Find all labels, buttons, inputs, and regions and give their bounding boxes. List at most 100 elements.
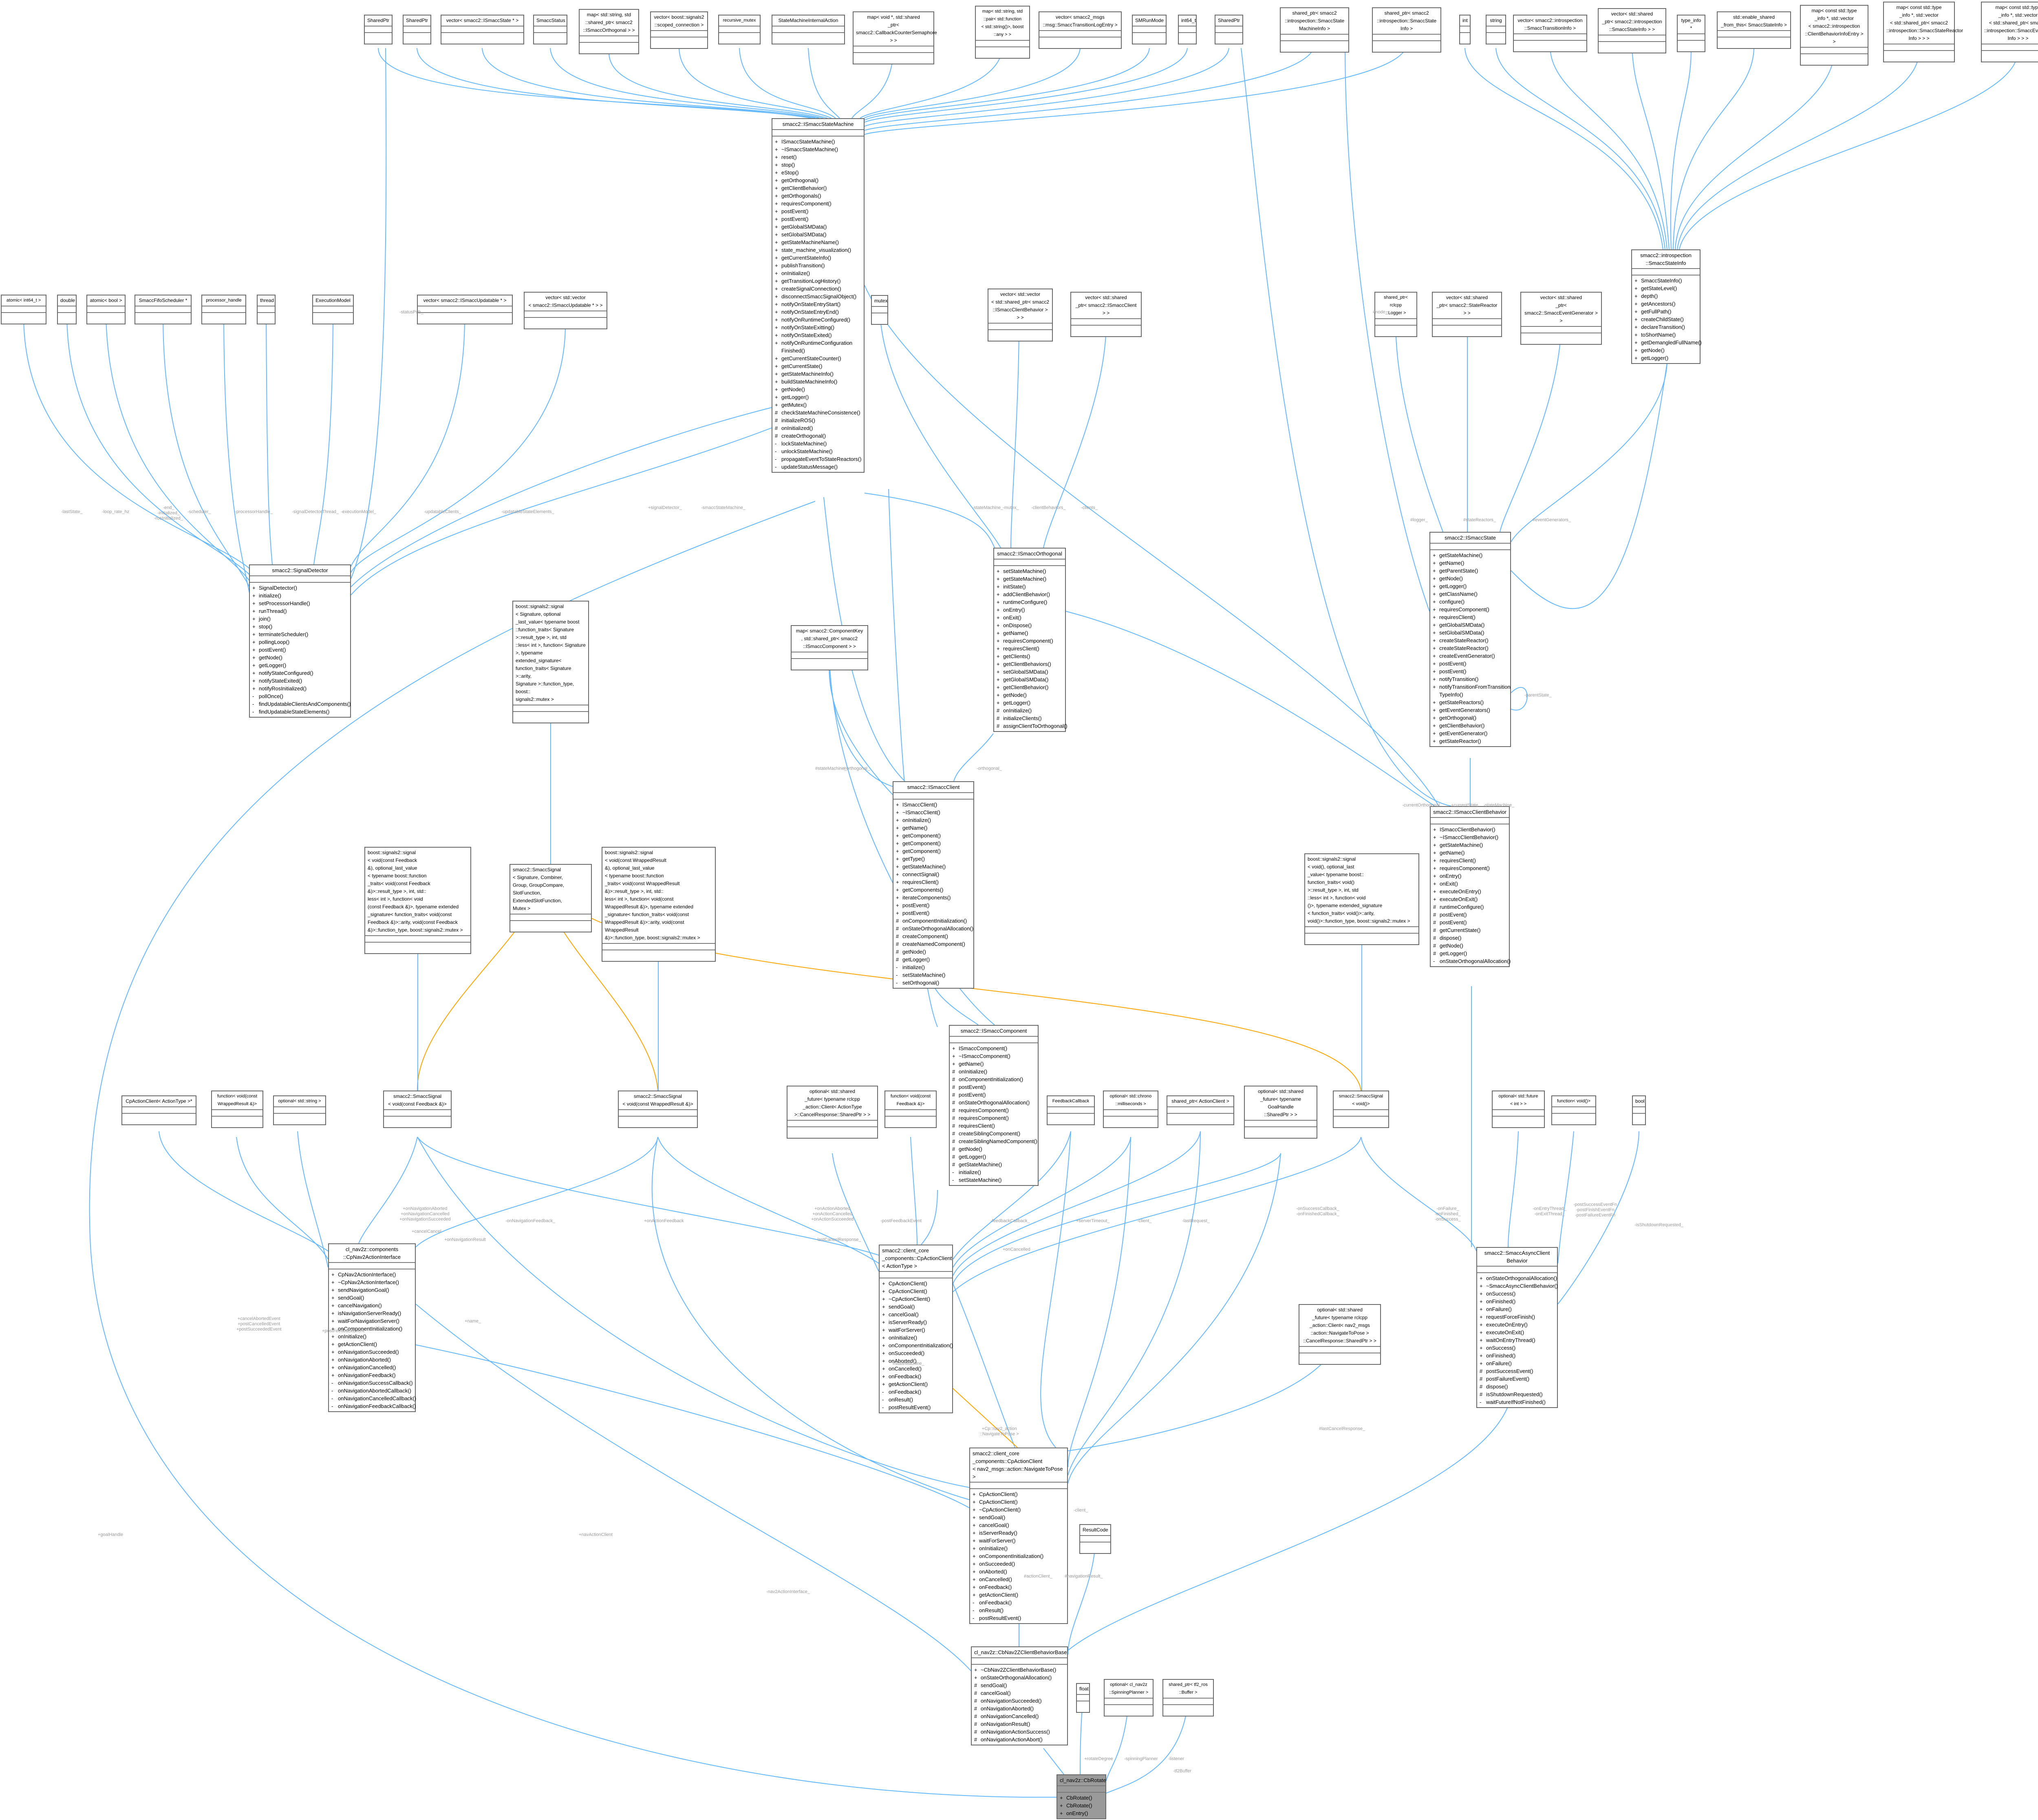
method-row[interactable]: +pollingLoop() xyxy=(252,638,348,646)
method-row[interactable]: +getType() xyxy=(896,855,971,863)
method-row[interactable]: +requiresClient() xyxy=(1433,613,1508,621)
method-row[interactable]: +terminateScheduler() xyxy=(252,630,348,638)
method-row[interactable]: +createChildState() xyxy=(1634,315,1697,323)
method-row[interactable]: #postEvent() xyxy=(952,1091,1035,1099)
method-row[interactable]: +onNavigationSucceeded() xyxy=(331,1348,412,1356)
method-row[interactable]: #getNode() xyxy=(952,1145,1035,1153)
method-row[interactable]: +cancelGoal() xyxy=(882,1311,950,1318)
method-row[interactable]: +getComponent() xyxy=(896,832,971,839)
type-node-bool[interactable]: bool xyxy=(1632,1095,1646,1125)
method-row[interactable]: +getStateLevel() xyxy=(1634,284,1697,292)
method-row[interactable]: +getGlobalSMData() xyxy=(997,676,1063,683)
method-row[interactable]: #initializeClients() xyxy=(997,714,1063,722)
method-row[interactable]: +postEvent() xyxy=(775,215,861,223)
method-row[interactable]: +onEntry() xyxy=(1060,1809,1103,1817)
method-row[interactable]: +initialize() xyxy=(252,592,348,599)
method-row[interactable]: -onNavigationCancelledCallback() xyxy=(331,1395,416,1402)
method-row[interactable]: +onStateOrthogonalAllocation() xyxy=(1480,1274,1557,1282)
type-node-optional-std-chrono-milliseconds[interactable]: optional< std::chrono ::milliseconds > xyxy=(1103,1091,1158,1128)
method-row[interactable]: #assignClientToOrthogonal() xyxy=(997,722,1068,730)
method-row[interactable]: +stop() xyxy=(252,623,348,630)
type-node-vector-std-shared-ptr-smacc2-smacceventg[interactable]: vector< std::shared _ptr< smacc2::SmaccE… xyxy=(1520,292,1602,345)
method-row[interactable]: +setStateMachine() xyxy=(997,567,1063,575)
method-row[interactable]: +onInitialize() xyxy=(775,269,861,277)
method-row[interactable]: #onStateOrthogonalAllocation() xyxy=(896,925,973,932)
type-node-map-const-std-type-info-std-vector-std-s[interactable]: map< const std::type _info *, std::vecto… xyxy=(1981,2,2038,62)
method-row[interactable]: +getCurrentState() xyxy=(775,362,861,370)
method-row[interactable]: +onComponentInitialization() xyxy=(973,1552,1065,1560)
type-node-executionmodel[interactable]: ExecutionModel xyxy=(312,295,354,324)
method-row[interactable]: +getGlobalSMData() xyxy=(1433,621,1508,629)
method-row[interactable]: +SignalDetector() xyxy=(252,584,348,592)
method-row[interactable]: +isServerReady() xyxy=(882,1318,950,1326)
method-row[interactable]: +configure() xyxy=(1433,598,1508,606)
type-node-double[interactable]: double xyxy=(57,295,77,324)
method-row[interactable]: +getName() xyxy=(997,629,1063,637)
method-row[interactable]: +getStateReactor() xyxy=(1433,737,1508,745)
method-row[interactable]: +requiresClient() xyxy=(997,645,1063,652)
type-node-statemachineinternalaction[interactable]: StateMachineInternalAction xyxy=(772,15,845,44)
method-row[interactable]: +getFullPath() xyxy=(1634,308,1697,315)
type-node-smrunmode[interactable]: SMRunMode xyxy=(1132,15,1167,44)
type-node-optional-std-shared-future-typename-goal[interactable]: optional< std::shared _future< typename … xyxy=(1244,1086,1317,1139)
type-node-shared-ptr-actionclient[interactable]: shared_ptr< ActionClient > xyxy=(1167,1095,1234,1125)
type-node-optional-std-future-int[interactable]: optional< std::future < int > > xyxy=(1492,1091,1545,1128)
class-node-signal-detector[interactable]: smacc2::SignalDetector+SignalDetector()+… xyxy=(249,564,351,718)
method-row[interactable]: +onFailure() xyxy=(1480,1359,1555,1367)
method-row[interactable]: #onInitialized() xyxy=(775,424,861,432)
method-row[interactable]: #checkStateMachineConsistence() xyxy=(775,409,861,416)
method-row[interactable]: +depth() xyxy=(1634,292,1697,300)
method-row[interactable]: +~SmaccAsyncClientBehavior() xyxy=(1480,1282,1558,1290)
method-row[interactable]: -lockStateMachine() xyxy=(775,440,861,447)
method-row[interactable]: -onResult() xyxy=(973,1606,1065,1614)
method-row[interactable]: +notifyOnRuntimeConfigured() xyxy=(775,316,861,324)
method-row[interactable]: +publishTransition() xyxy=(775,262,861,269)
type-node-recursive-mutex[interactable]: recursive_mutex xyxy=(718,15,761,44)
method-row[interactable]: +getOrthogonals() xyxy=(775,192,861,200)
method-row[interactable]: +sendGoal() xyxy=(331,1294,412,1302)
type-node-optional-std-string[interactable]: optional< std::string > xyxy=(273,1095,326,1125)
method-row[interactable]: +createEventGenerator() xyxy=(1433,652,1508,660)
method-row[interactable]: +getNode() xyxy=(775,386,861,393)
method-row[interactable]: +onSuccess() xyxy=(1480,1290,1555,1298)
method-row[interactable]: +requiresClient() xyxy=(1433,857,1506,864)
method-row[interactable]: -waitFutureIfNotFinished() xyxy=(1480,1398,1555,1406)
method-row[interactable]: +notifyStateConfigured() xyxy=(252,669,348,677)
method-row[interactable]: +getStateMachine() xyxy=(896,863,971,870)
type-node-vector-std-shared-ptr-smacc2-introspecti[interactable]: vector< std::shared _ptr< smacc2::intros… xyxy=(1598,8,1666,53)
method-row[interactable]: -updateStatusMessage() xyxy=(775,463,861,471)
type-node-resultcode[interactable]: ResultCode xyxy=(1079,1524,1111,1554)
method-row[interactable]: #postEvent() xyxy=(1433,919,1506,926)
method-row[interactable]: +notifyTransitionFromTransition TypeInfo… xyxy=(1433,683,1511,698)
method-row[interactable]: +ISmaccClientBehavior() xyxy=(1433,826,1506,833)
method-row[interactable]: +getNode() xyxy=(997,691,1063,699)
type-node-atomic-bool[interactable]: atomic< bool > xyxy=(86,295,126,324)
method-row[interactable]: +ISmaccComponent() xyxy=(952,1044,1035,1052)
method-row[interactable]: -findUpdatableClientsAndComponents() xyxy=(252,700,351,708)
method-row[interactable]: +onExit() xyxy=(1433,880,1506,888)
method-row[interactable]: +executeOnExit() xyxy=(1480,1329,1555,1336)
type-node-vector-std-vector-smacc2-ismaccupdatable[interactable]: vector< std::vector < smacc2::ISmaccUpda… xyxy=(524,292,607,329)
method-row[interactable]: #onNavigationAborted() xyxy=(974,1705,1065,1712)
method-row[interactable]: +onFeedback() xyxy=(882,1373,950,1380)
method-row[interactable]: +onComponentInitialization() xyxy=(331,1325,412,1333)
method-row[interactable]: #onComponentInitialization() xyxy=(896,917,971,925)
type-node-cpactionclient-actiontype[interactable]: CpActionClient< ActionType >* xyxy=(121,1095,196,1125)
type-node-vector-std-vector-std-shared-ptr-smacc2-[interactable]: vector< std::vector < std::shared_ptr< s… xyxy=(988,289,1053,342)
method-row[interactable]: +onExit() xyxy=(997,614,1063,621)
method-row[interactable]: +~ISmaccStateMachine() xyxy=(775,145,861,153)
method-row[interactable]: +buildStateMachineInfo() xyxy=(775,378,861,386)
method-row[interactable]: +getNode() xyxy=(1634,346,1697,354)
method-row[interactable]: +declareTransition() xyxy=(1634,323,1697,331)
method-row[interactable]: +isNavigationServerReady() xyxy=(331,1309,412,1317)
method-row[interactable]: +setProcessorHandle() xyxy=(252,599,348,607)
method-row[interactable]: #getCurrentState() xyxy=(1433,926,1506,934)
class-node-cb-nav2z-base[interactable]: cl_nav2z::CbNav2ZClientBehaviorBase+~CbN… xyxy=(971,1646,1068,1745)
method-row[interactable]: #getLogger() xyxy=(952,1153,1035,1161)
method-row[interactable]: +getLogger() xyxy=(1634,354,1697,362)
type-node-map-const-std-type-info-std-vector-std-s[interactable]: map< const std::type _info *, std::vecto… xyxy=(1883,2,1963,62)
type-node-shared-ptr-rclcpp-logger[interactable]: shared_ptr< rclcpp ::Logger > xyxy=(1374,292,1417,337)
method-row[interactable]: +stop() xyxy=(775,161,861,169)
method-row[interactable]: +getMutex() xyxy=(775,401,861,409)
method-row[interactable]: #postSuccessEvent() xyxy=(1480,1367,1555,1375)
